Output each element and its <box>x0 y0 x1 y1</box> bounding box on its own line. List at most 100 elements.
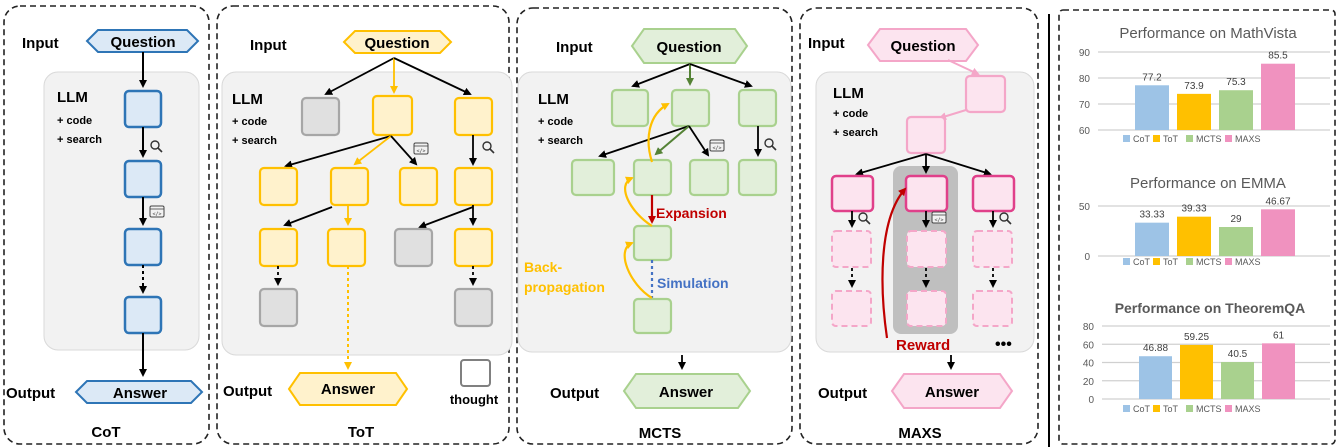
tot-thought-node <box>398 166 439 207</box>
maxs-rollout-node <box>831 230 872 268</box>
cot-question-node <box>85 29 200 53</box>
reward-label: Reward <box>896 337 950 354</box>
maxs-rollout-node <box>972 230 1013 268</box>
legend-swatch <box>1225 405 1232 412</box>
maxs-input-label: Input <box>808 35 845 52</box>
legend-thought-box <box>460 359 491 387</box>
tot-arrow <box>283 206 333 227</box>
cot-llm-label: LLM <box>57 89 88 106</box>
cot-panel: Input Question LLM + code + search Outpu… <box>3 5 210 445</box>
mcts-panel-border <box>516 7 793 445</box>
data-label: 46.88 <box>1143 343 1168 354</box>
mcts-panel: Input Question LLM + code + search Expan… <box>516 7 793 445</box>
backprop-arrow <box>624 176 653 227</box>
mcts-arrow <box>631 63 691 88</box>
cot-question-text: Question <box>110 34 175 51</box>
tot-pruned-node <box>393 227 434 268</box>
legend-swatch <box>1153 405 1160 412</box>
maxs-answer-text: Answer <box>925 384 979 401</box>
maxs-title: MAXS <box>898 425 941 442</box>
maxs-arrow <box>855 153 927 177</box>
y-tick-label: 60 <box>1079 126 1091 137</box>
backprop-label-1: Back- <box>524 259 562 275</box>
legend-label: MCTS <box>1196 134 1222 144</box>
legend-swatch <box>1153 135 1160 142</box>
chart-title: Performance on MathVista <box>1119 25 1297 42</box>
legend-label: ToT <box>1163 134 1179 144</box>
tot-pruned-node <box>453 287 494 328</box>
data-label: 46.67 <box>1265 196 1290 207</box>
mcts-node <box>632 297 673 335</box>
mcts-node <box>737 158 778 197</box>
legend-label: MAXS <box>1235 404 1261 414</box>
tot-answer-node <box>287 372 409 406</box>
legend-swatch <box>1153 258 1160 265</box>
legend-swatch <box>1123 135 1130 142</box>
maxs-panel-border <box>799 7 1039 445</box>
mcts-node <box>610 88 650 128</box>
legend-label: MAXS <box>1235 134 1261 144</box>
cot-panel-border <box>3 5 210 445</box>
tot-thought-node <box>329 166 370 207</box>
maxs-arrow <box>938 109 967 121</box>
y-tick-label: 70 <box>1079 100 1091 111</box>
cot-title: CoT <box>91 424 120 441</box>
maxs-rollout-node <box>906 230 947 268</box>
code-icon <box>709 139 725 152</box>
maxs-candidate-node <box>971 174 1016 213</box>
tot-answer-text: Answer <box>321 381 375 398</box>
tot-arrow <box>393 57 472 96</box>
maxs-rollout-node <box>906 290 947 327</box>
maxs-code-label: + code <box>833 108 868 120</box>
data-label: 61 <box>1273 330 1285 341</box>
mcts-input-label: Input <box>556 39 593 56</box>
y-tick-label: 90 <box>1079 48 1091 59</box>
tot-thought-node <box>371 94 414 137</box>
legend-label: MCTS <box>1196 257 1222 267</box>
bar-cot <box>1135 85 1169 130</box>
tot-thought-node <box>258 227 299 268</box>
bar-maxs <box>1261 63 1295 131</box>
bar-cot <box>1139 356 1172 399</box>
y-tick-label: 50 <box>1079 202 1091 213</box>
maxs-search-label: + search <box>833 127 878 139</box>
legend-label: CoT <box>1133 404 1151 414</box>
data-label: 29 <box>1230 214 1242 225</box>
legend-label: CoT <box>1133 134 1151 144</box>
code-icon <box>149 205 165 218</box>
tot-arrow <box>324 57 395 95</box>
maxs-arrow <box>925 153 992 177</box>
data-label: 75.3 <box>1226 77 1246 88</box>
mcts-arrow <box>688 125 710 157</box>
tot-code-label: + code <box>232 116 267 128</box>
cot-thought-node <box>123 89 163 129</box>
bar-tot <box>1177 216 1211 256</box>
legend-swatch <box>1225 135 1232 142</box>
legend-swatch <box>1186 135 1193 142</box>
mcts-title: MCTS <box>639 425 682 442</box>
mcts-node <box>632 158 673 197</box>
cot-thought-node <box>123 295 163 335</box>
tot-arrow <box>390 135 418 166</box>
maxs-panel: Input Question LLM + code + search <box>799 7 1039 445</box>
data-label: 85.5 <box>1268 51 1288 62</box>
mcts-node <box>670 88 711 128</box>
y-tick-label: 0 <box>1088 395 1094 406</box>
tot-arrow <box>284 135 392 169</box>
charts-panel: Performance on MathVista6070809077.273.9… <box>1079 25 1330 414</box>
legend-label: ToT <box>1163 257 1179 267</box>
mcts-arrow <box>689 63 753 88</box>
mcts-arrow <box>598 125 690 158</box>
mcts-node <box>688 158 730 197</box>
more-branches-indicator: ••• <box>995 336 1012 353</box>
maxs-rollout-node <box>831 290 872 327</box>
tot-input-label: Input <box>250 37 287 54</box>
legend-swatch <box>1186 258 1193 265</box>
mcts-path-arrow <box>654 125 690 156</box>
mcts-output-label: Output <box>550 385 599 402</box>
legend-label: CoT <box>1133 257 1151 267</box>
mcts-code-label: + code <box>538 116 573 128</box>
maxs-candidate-node <box>830 174 875 213</box>
tot-pruned-node <box>300 96 341 137</box>
